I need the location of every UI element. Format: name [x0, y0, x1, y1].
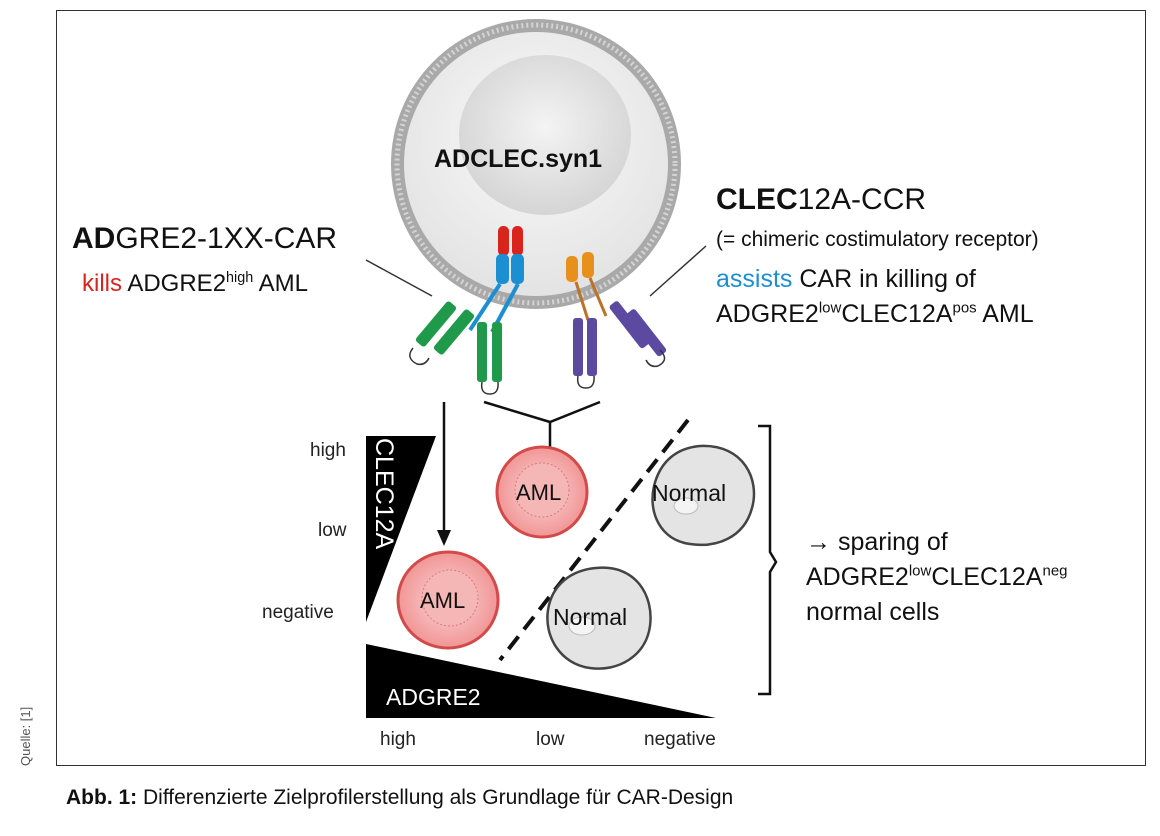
ccr-description: assists CAR in killing of	[716, 265, 976, 294]
sparing-line2-sup1: low	[908, 562, 932, 580]
clec12a-ccr-receptor	[566, 252, 667, 389]
adgre2-car-receptor	[409, 226, 524, 395]
sparing-bracket	[758, 424, 778, 696]
ccr-title-bold: CLEC	[716, 183, 798, 216]
cell-nucleus	[459, 55, 631, 215]
ccr-title-rest: 12A-CCR	[797, 183, 927, 216]
sparing-line3: normal cells	[806, 598, 940, 626]
ccr-title: CLEC12A-CCR	[716, 183, 926, 217]
source-note: Quelle: [1]	[18, 706, 33, 766]
cell-membrane-texture	[394, 22, 678, 306]
car-title: ADGRE2-1XX-CAR	[72, 222, 337, 256]
car-signal-domain-2	[512, 226, 523, 256]
sparing-line2-a: ADGRE2	[806, 563, 909, 591]
ccr-description-line2: ADGRE2lowCLEC12Apos AML	[716, 300, 1034, 329]
normal-cell-upper-label: Normal	[652, 480, 727, 506]
car-scfv-center	[477, 322, 502, 395]
car-title-rest: GRE2-1XX-CAR	[115, 222, 338, 255]
adgre2-level-low: low	[536, 729, 565, 750]
sparing-line2-b: CLEC12A	[931, 563, 1043, 591]
car-description: kills ADGRE2high AML	[82, 270, 308, 298]
ccr-subtitle: (= chimeric costimulatory receptor)	[716, 228, 1039, 251]
adgre2-level-negative: negative	[644, 729, 716, 750]
car-desc-end: AML	[253, 270, 308, 297]
ccr-desc-assists: assists	[716, 265, 793, 293]
ccr-line2-a: ADGRE2	[716, 300, 819, 328]
caption-label: Abb. 1:	[66, 786, 138, 809]
ccr-domain-2	[582, 252, 594, 278]
ccr-binder-center	[573, 318, 597, 389]
t-cell	[391, 19, 681, 309]
sparing-line1: → sparing of	[806, 528, 948, 556]
adgre2-level-high: high	[380, 729, 416, 750]
ccr-domain-1	[566, 256, 578, 282]
car-desc-kills: kills	[82, 270, 122, 297]
ccr-line2-sup2: pos	[952, 299, 977, 317]
ccr-line2-sup1: low	[818, 299, 842, 317]
aml-cell-lower-label: AML	[420, 588, 466, 613]
sparing-line2-sup2: neg	[1042, 562, 1068, 580]
cell-label: ADCLEC.syn1	[434, 145, 603, 173]
normal-cell-lower	[546, 566, 652, 670]
normal-cell-upper	[651, 444, 756, 547]
caption-text: Differenzierte Zielprofilerstellung als …	[137, 786, 734, 809]
dashed-separator	[498, 418, 690, 662]
car-desc-sup: high	[226, 270, 254, 286]
normal-cell-lower-label: Normal	[553, 604, 628, 630]
ccr-line2-c: AML	[976, 300, 1034, 328]
figure-caption: Abb. 1: Differenzierte Zielprofilerstell…	[66, 786, 733, 810]
car-costim-domain-2	[511, 254, 524, 284]
adgre2-gradient-triangle	[366, 644, 716, 718]
car-pointer-line	[365, 259, 433, 297]
ccr-line2-b: CLEC12A	[841, 300, 953, 328]
aml-cell-upper-label: AML	[516, 480, 562, 505]
clec12a-gradient-triangle	[366, 436, 436, 622]
car-arrow	[437, 402, 451, 546]
aml-cell-upper	[495, 445, 589, 539]
clec12a-level-low: low	[318, 520, 347, 541]
clec12a-level-high: high	[310, 440, 346, 461]
adgre2-axis-name: ADGRE2	[386, 684, 481, 710]
ccr-desc-text: CAR in killing of	[792, 265, 976, 293]
sparing-line2: ADGRE2lowCLEC12Aneg	[806, 563, 1068, 592]
car-costim-domain-1	[496, 254, 509, 284]
car-scfv-left	[409, 301, 475, 366]
ccr-pointer-line	[649, 245, 707, 297]
car-signal-domain-1	[498, 226, 509, 256]
ccr-binder-right	[609, 301, 667, 368]
aml-cell-lower	[396, 550, 500, 650]
clec12a-level-negative: negative	[262, 602, 334, 623]
clec12a-axis-name: CLEC12A	[370, 438, 398, 550]
car-desc-text: ADGRE2	[122, 270, 227, 297]
car-title-bold: AD	[72, 222, 116, 255]
